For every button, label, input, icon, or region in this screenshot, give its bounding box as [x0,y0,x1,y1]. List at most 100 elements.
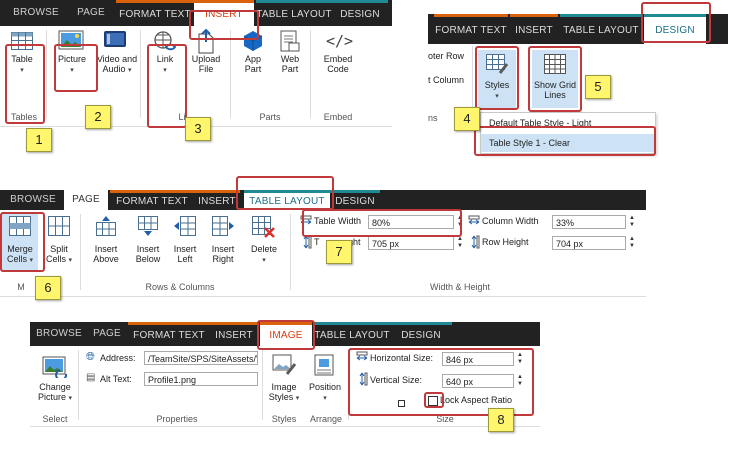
tab-format-text[interactable]: FORMAT TEXT [116,0,194,26]
tab-image[interactable]: IMAGE [260,322,312,346]
tab-insert[interactable]: INSERT [210,322,258,346]
group-separator [262,350,263,420]
tab-format-text[interactable]: FORMAT TEXT [110,190,194,210]
change-picture-button[interactable]: Change Picture ▾ [37,382,73,402]
chevron-down-icon: ▾ [128,67,132,74]
split-cells-icon [48,216,70,236]
ribbon-body: Table▾ Picture▾ Video and Audio ▾ Link▾ [0,26,392,127]
highlight-merge-cells-button [0,212,45,272]
tab-bar: BROWSE PAGE FORMAT TEXT INSERT TABLE LAY… [0,0,392,26]
chevron-down-icon: ▾ [163,67,167,74]
tab-format-text[interactable]: FORMAT TEXT [128,322,210,346]
footer-row-option[interactable]: oter Row [428,51,465,61]
group-separator [78,350,79,420]
chevron-down-icon: ▾ [20,67,24,74]
video-audio-button[interactable]: Video and Audio ▾ [94,54,140,76]
horizontal-size-spinner[interactable]: ▲▼ [517,352,523,365]
tab-browse[interactable]: BROWSE [36,328,82,339]
tab-page[interactable]: PAGE [64,190,108,210]
highlight-table-style-1 [474,126,656,156]
highlight-show-grid-button [528,46,582,112]
insert-below-button[interactable]: Insert Below [135,244,161,264]
default-table-style-option[interactable]: Default Table Style - Light [489,118,592,128]
insert-right-button[interactable]: Insert Right [211,244,235,264]
image-styles-button[interactable]: Image Styles ▾ [268,382,300,402]
vertical-size-spinner[interactable]: ▲▼ [517,374,523,387]
table-width-spinner[interactable]: ▲▼ [457,215,463,228]
web-part-button[interactable]: Web Part [280,54,300,74]
column-width-label: Column Width [482,216,539,226]
tab-table-layout[interactable]: TABLE LAYOUT [256,0,332,26]
horizontal-size-field[interactable]: 846 px [442,352,514,366]
tab-table-layout[interactable]: TABLE LAYOUT [560,14,642,44]
tab-design[interactable]: DESIGN [644,14,706,44]
group-label-embed: Embed [323,112,353,122]
styles-button[interactable]: Styles▾ [478,50,516,108]
highlight-design-tab [641,2,711,43]
column-width-icon [468,215,480,225]
link-button[interactable]: Link ▾ [148,54,182,76]
tab-design[interactable]: DESIGN [330,190,380,210]
column-width-field[interactable]: 33% [552,215,626,229]
row-height-spinner[interactable]: ▲▼ [629,236,635,249]
row-height-field[interactable]: 704 px [552,236,626,250]
row-height-label: Row Height [482,237,529,247]
tab-table-layout[interactable]: TABLE LAYOUT [244,190,330,210]
group-separator [140,30,141,118]
tab-format-text[interactable]: FORMAT TEXT [434,14,508,44]
split-cells-button[interactable]: Split Cells ▾ [45,244,73,264]
lock-aspect-ratio-checkbox[interactable] [428,396,438,406]
tab-insert[interactable]: INSERT [194,190,240,210]
tab-insert[interactable]: INSERT [194,0,254,26]
position-button[interactable]: Position▾ [308,382,342,402]
small-square-marker [398,400,405,407]
options-group-label: ns [428,113,438,123]
column-width-spinner[interactable]: ▲▼ [629,215,635,228]
picture-label: Picture [57,54,86,64]
insert-above-button[interactable]: Insert Above [93,244,119,264]
tab-bar: BROWSE PAGE FORMAT TEXT INSERT IMAGE TAB… [30,322,540,346]
highlight-table-width-height [302,209,462,237]
highlight-lock-aspect-ratio [424,392,444,408]
table-height-field[interactable]: 705 px [368,236,454,250]
group-label-parts: Parts [259,112,281,122]
vertical-size-field[interactable]: 640 px [442,374,514,388]
address-field[interactable]: /TeamSite/SPS/SiteAssets/V [144,351,258,365]
callout-8: 8 [488,408,514,432]
highlight-styles-button [475,46,519,110]
insert-below-icon [138,216,158,236]
picture-button[interactable]: Picture▾ [52,54,92,76]
tab-table-layout[interactable]: TABLE LAYOUT [314,322,390,346]
embed-code-button[interactable]: Embed Code [323,54,353,74]
highlight-link-button [147,44,187,128]
tab-page[interactable]: PAGE [93,328,121,339]
table-button[interactable]: Table▾ [4,54,40,76]
tab-design[interactable]: DESIGN [332,0,388,26]
merge-cells-button[interactable]: Merge Cells ▾ [2,214,38,272]
tab-browse[interactable]: BROWSE [13,7,59,18]
tab-page[interactable]: PAGE [77,7,105,18]
link-label: Link [156,54,174,64]
group-separator [472,46,473,110]
first-column-option[interactable]: t Column [428,75,465,85]
tab-design[interactable]: DESIGN [390,322,452,346]
tab-insert[interactable]: INSERT [510,14,558,44]
table-style-1-clear-option[interactable]: Table Style 1 - Clear [481,134,655,152]
alt-text-field[interactable]: Profile1.png [144,372,258,386]
tab-browse[interactable]: BROWSE [10,194,56,205]
group-separator [290,214,291,290]
group-label-arrange: Arrange [309,414,343,424]
callout-4: 4 [454,107,480,131]
callout-2: 2 [85,105,111,129]
app-part-button[interactable]: App Part [244,54,262,74]
show-grid-lines-button[interactable]: Show Grid Lines [532,50,578,108]
delete-button[interactable]: Delete▾ [250,244,277,264]
group-separator [80,214,81,290]
upload-file-button[interactable]: Upload File [191,54,221,74]
table-width-field[interactable]: 80% [368,215,454,229]
ribbon-body: Merge Cells ▾ Split Cells ▾ Insert Above… [0,210,646,297]
web-part-icon [280,30,300,52]
video-icon [104,31,126,47]
insert-left-button[interactable]: Insert Left [173,244,197,264]
table-height-spinner[interactable]: ▲▼ [457,236,463,249]
